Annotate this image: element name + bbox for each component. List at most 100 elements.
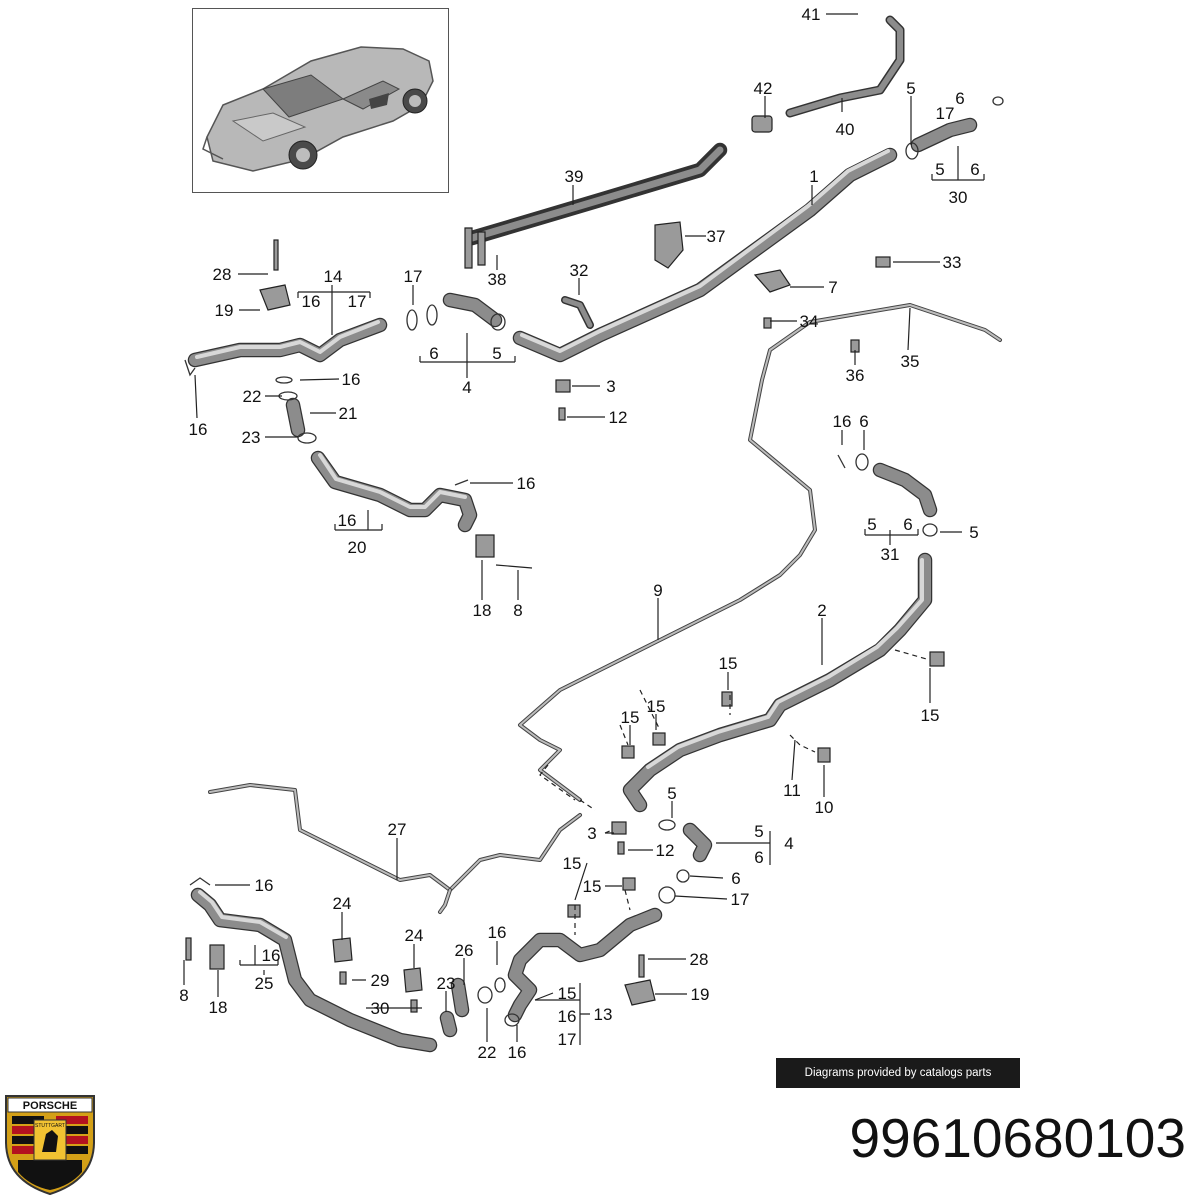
car-illustration-icon: [202, 46, 434, 172]
callout-c12a: 12: [609, 408, 628, 427]
callout-c32: 32: [570, 261, 589, 280]
callout-c15g: 15: [558, 984, 577, 1003]
callout-c24b: 24: [405, 926, 424, 945]
callout-c22a: 22: [243, 387, 262, 406]
callout-c30: 30: [949, 188, 968, 207]
callout-c5e: 5: [969, 523, 978, 542]
callout-c16f: 16: [338, 511, 357, 530]
bracket-icon: [332, 937, 353, 963]
callout-c36: 36: [846, 366, 865, 385]
bracket-icon: [611, 821, 627, 835]
callout-c5b: 5: [935, 160, 944, 179]
callout-c15d: 15: [921, 706, 940, 725]
callout-c12b: 12: [656, 841, 675, 860]
pipe-stub-icon: [477, 231, 486, 266]
callout-c26: 26: [455, 941, 474, 960]
bolt-icon: [558, 407, 566, 421]
callout-c42: 42: [754, 79, 773, 98]
callout-c10: 10: [815, 798, 834, 817]
o-ring-icon: [275, 376, 293, 384]
callout-c6c: 6: [429, 344, 438, 363]
callout-c28b: 28: [690, 950, 709, 969]
callout-c23b: 23: [437, 974, 456, 993]
callout-c6b: 6: [970, 160, 979, 179]
callout-c5g: 5: [754, 822, 763, 841]
callout-c2: 2: [817, 601, 826, 620]
callout-c15b: 15: [647, 697, 666, 716]
o-ring-icon: [406, 309, 418, 331]
callout-c5a: 5: [906, 79, 915, 98]
callout-c15a: 15: [719, 654, 738, 673]
clip-icon: [721, 691, 733, 707]
callout-c25: 25: [255, 974, 274, 993]
callout-c16e: 16: [517, 474, 536, 493]
callout-c22b: 22: [478, 1043, 497, 1062]
logo-wordmark: PORSCHE: [23, 1100, 77, 1112]
bracket-icon: [654, 221, 684, 269]
callout-c5c: 5: [492, 344, 501, 363]
callout-c35: 35: [901, 352, 920, 371]
o-ring-icon: [992, 96, 1004, 106]
dashed-leader-lines: [539, 649, 931, 935]
callout-c41: 41: [802, 5, 821, 24]
bolt-icon: [638, 954, 645, 978]
bolt-icon: [185, 937, 192, 961]
callout-c16a: 16: [302, 292, 321, 311]
credit-badge: Diagrams provided by catalogs parts: [776, 1058, 1020, 1088]
bracket-icon: [403, 967, 423, 993]
clip-icon: [837, 454, 846, 469]
callout-c17d: 17: [731, 890, 750, 909]
callout-c16i: 16: [488, 923, 507, 942]
callout-c14: 14: [324, 267, 343, 286]
callout-c15e: 15: [563, 854, 582, 873]
callout-c19a: 19: [215, 301, 234, 320]
porsche-crest-icon: PORSCHE STUTTGART: [0, 1090, 100, 1198]
callout-c15c: 15: [621, 708, 640, 727]
clip-icon: [567, 904, 581, 918]
bolt-icon: [410, 999, 418, 1013]
hose-clamp-icon: [490, 313, 506, 331]
o-ring-icon: [494, 977, 506, 993]
callout-c17c: 17: [404, 267, 423, 286]
callout-c4a: 4: [462, 378, 471, 397]
callout-c5d: 5: [867, 515, 876, 534]
callout-c39: 39: [565, 167, 584, 186]
o-ring-icon: [477, 986, 493, 1004]
bracket-icon: [753, 269, 791, 293]
callout-c27: 27: [388, 820, 407, 839]
bolt-icon: [339, 971, 347, 985]
callout-c6e: 6: [903, 515, 912, 534]
part-number: 99610680103: [849, 1107, 1186, 1169]
bracket-icon: [475, 534, 495, 558]
hose-clamp-icon: [905, 142, 919, 160]
callout-c19b: 19: [691, 985, 710, 1004]
vehicle-inset-panel: [192, 8, 449, 193]
callout-c16b: 16: [342, 370, 361, 389]
o-ring-icon: [855, 453, 869, 471]
callout-c30b: 30: [371, 999, 390, 1018]
callout-c17e: 17: [558, 1030, 577, 1049]
callout-c23a: 23: [242, 428, 261, 447]
bolt-icon: [875, 256, 891, 268]
callout-c3b: 3: [587, 824, 596, 843]
thin-brake-lines: [208, 303, 1002, 914]
callout-c28a: 28: [213, 265, 232, 284]
callout-c4b: 4: [784, 834, 793, 853]
bracket-icon: [209, 944, 225, 970]
callout-c16k: 16: [508, 1043, 527, 1062]
callout-c8b: 8: [179, 986, 188, 1005]
callout-c5f: 5: [667, 784, 676, 803]
callout-c34: 34: [800, 312, 819, 331]
o-ring-icon: [297, 432, 317, 444]
clip-icon: [652, 732, 666, 746]
fittings-clamps: [184, 96, 1004, 1027]
callout-c17b: 17: [348, 292, 367, 311]
callout-c16d: 16: [833, 412, 852, 431]
callout-c6a: 6: [955, 89, 964, 108]
hose-clamp-icon: [504, 1013, 520, 1027]
callout-c8a: 8: [513, 601, 522, 620]
callout-c16h: 16: [262, 946, 281, 965]
callout-c24a: 24: [333, 894, 352, 913]
callout-c3a: 3: [606, 377, 615, 396]
